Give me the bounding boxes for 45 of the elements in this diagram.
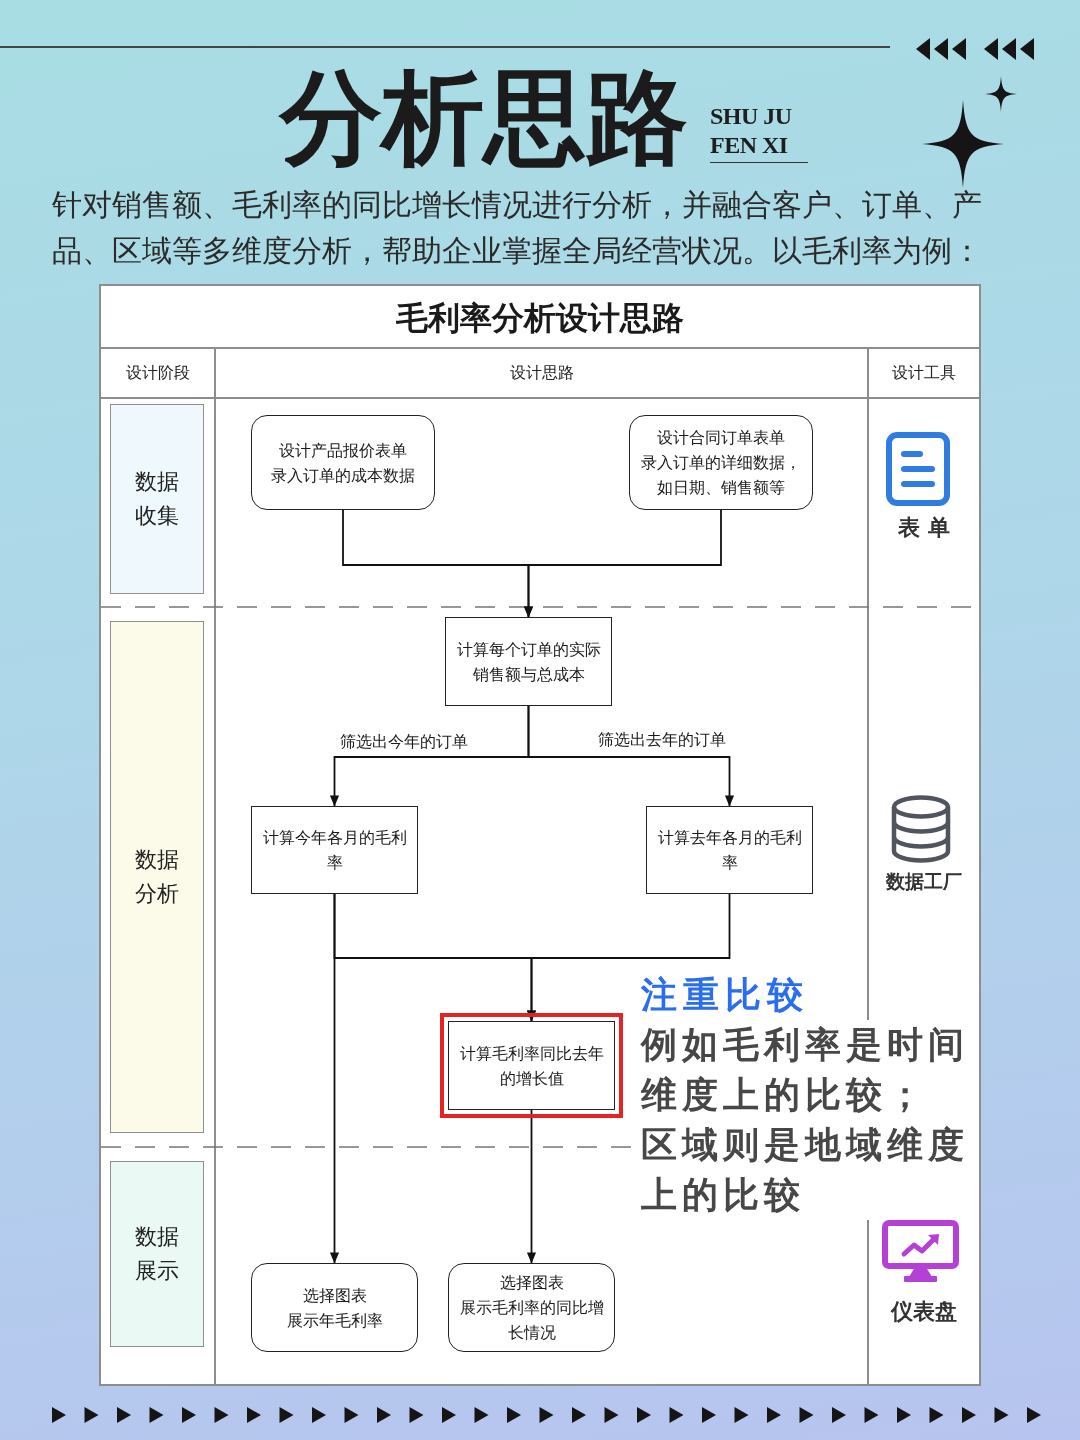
intro-paragraph: 针对销售额、毛利率的同比增长情况进行分析，并融合客户、订单、产品、区域等多维度分析，帮助企业掌握全局经营状况。以毛利率为例： (52, 187, 983, 269)
stage-box (110, 1161, 204, 1347)
stage-box (110, 621, 204, 1133)
box-title: 设计产品报价表单 (279, 440, 407, 461)
box-text: 计算今年各月的毛利率 (261, 828, 408, 873)
process-box (445, 617, 612, 706)
box-text: 展示年毛利率 (286, 1310, 383, 1331)
highlight-frame (440, 1013, 623, 1118)
tool-label: 表单 (897, 514, 958, 542)
stage-label: 数据收集 (134, 468, 180, 530)
rounded-process-box (251, 1263, 418, 1352)
box-text: 录入订单的详细数据，如日期、销售额等 (640, 453, 802, 498)
rounded-process-box (251, 415, 435, 510)
box-text: 计算毛利率同比去年的增长值 (458, 1043, 605, 1089)
arrow (329, 893, 340, 1264)
rounded-process-box (629, 415, 813, 510)
box-title: 选择图表 (499, 1273, 564, 1293)
arrow (526, 1109, 537, 1264)
edge-label: 筛选出今年的订单 (338, 731, 470, 753)
arrow (526, 893, 731, 1022)
stage-label: 数据分析 (134, 846, 180, 908)
tool-label: 数据工厂 (886, 870, 962, 894)
note-heading: 注重比较 (641, 973, 809, 1017)
process-box (646, 806, 813, 894)
column-header: 设计工具 (892, 363, 956, 383)
rounded-process-box (448, 1263, 615, 1352)
box-text: 计算每个订单的实际销售额与总成本 (455, 639, 602, 685)
box-title: 选择图表 (302, 1285, 367, 1306)
edge-label: 筛选出去年的订单 (596, 729, 728, 751)
box-text: 计算去年各月的毛利率 (656, 828, 803, 873)
process-box (448, 1021, 615, 1110)
box-title: 设计合同订单表单 (657, 428, 785, 448)
tool-label: 仪表盘 (891, 1298, 957, 1326)
column-header: 设计阶段 (125, 363, 190, 383)
stage-box (110, 404, 204, 594)
table-title: 毛利率分析设计思路 (396, 299, 684, 338)
pinyin-subtitle: SHU JU FEN XI (710, 101, 808, 163)
box-text: 展示毛利率的同比增长情况 (458, 1298, 605, 1343)
arrow (523, 509, 722, 618)
stage-label: 数据展示 (134, 1223, 180, 1285)
arrow (527, 705, 735, 807)
page-title: 分析思路 (280, 64, 688, 174)
column-header: 设计思路 (509, 363, 574, 383)
process-box (251, 806, 418, 894)
box-text: 录入订单的成本数据 (271, 465, 415, 486)
